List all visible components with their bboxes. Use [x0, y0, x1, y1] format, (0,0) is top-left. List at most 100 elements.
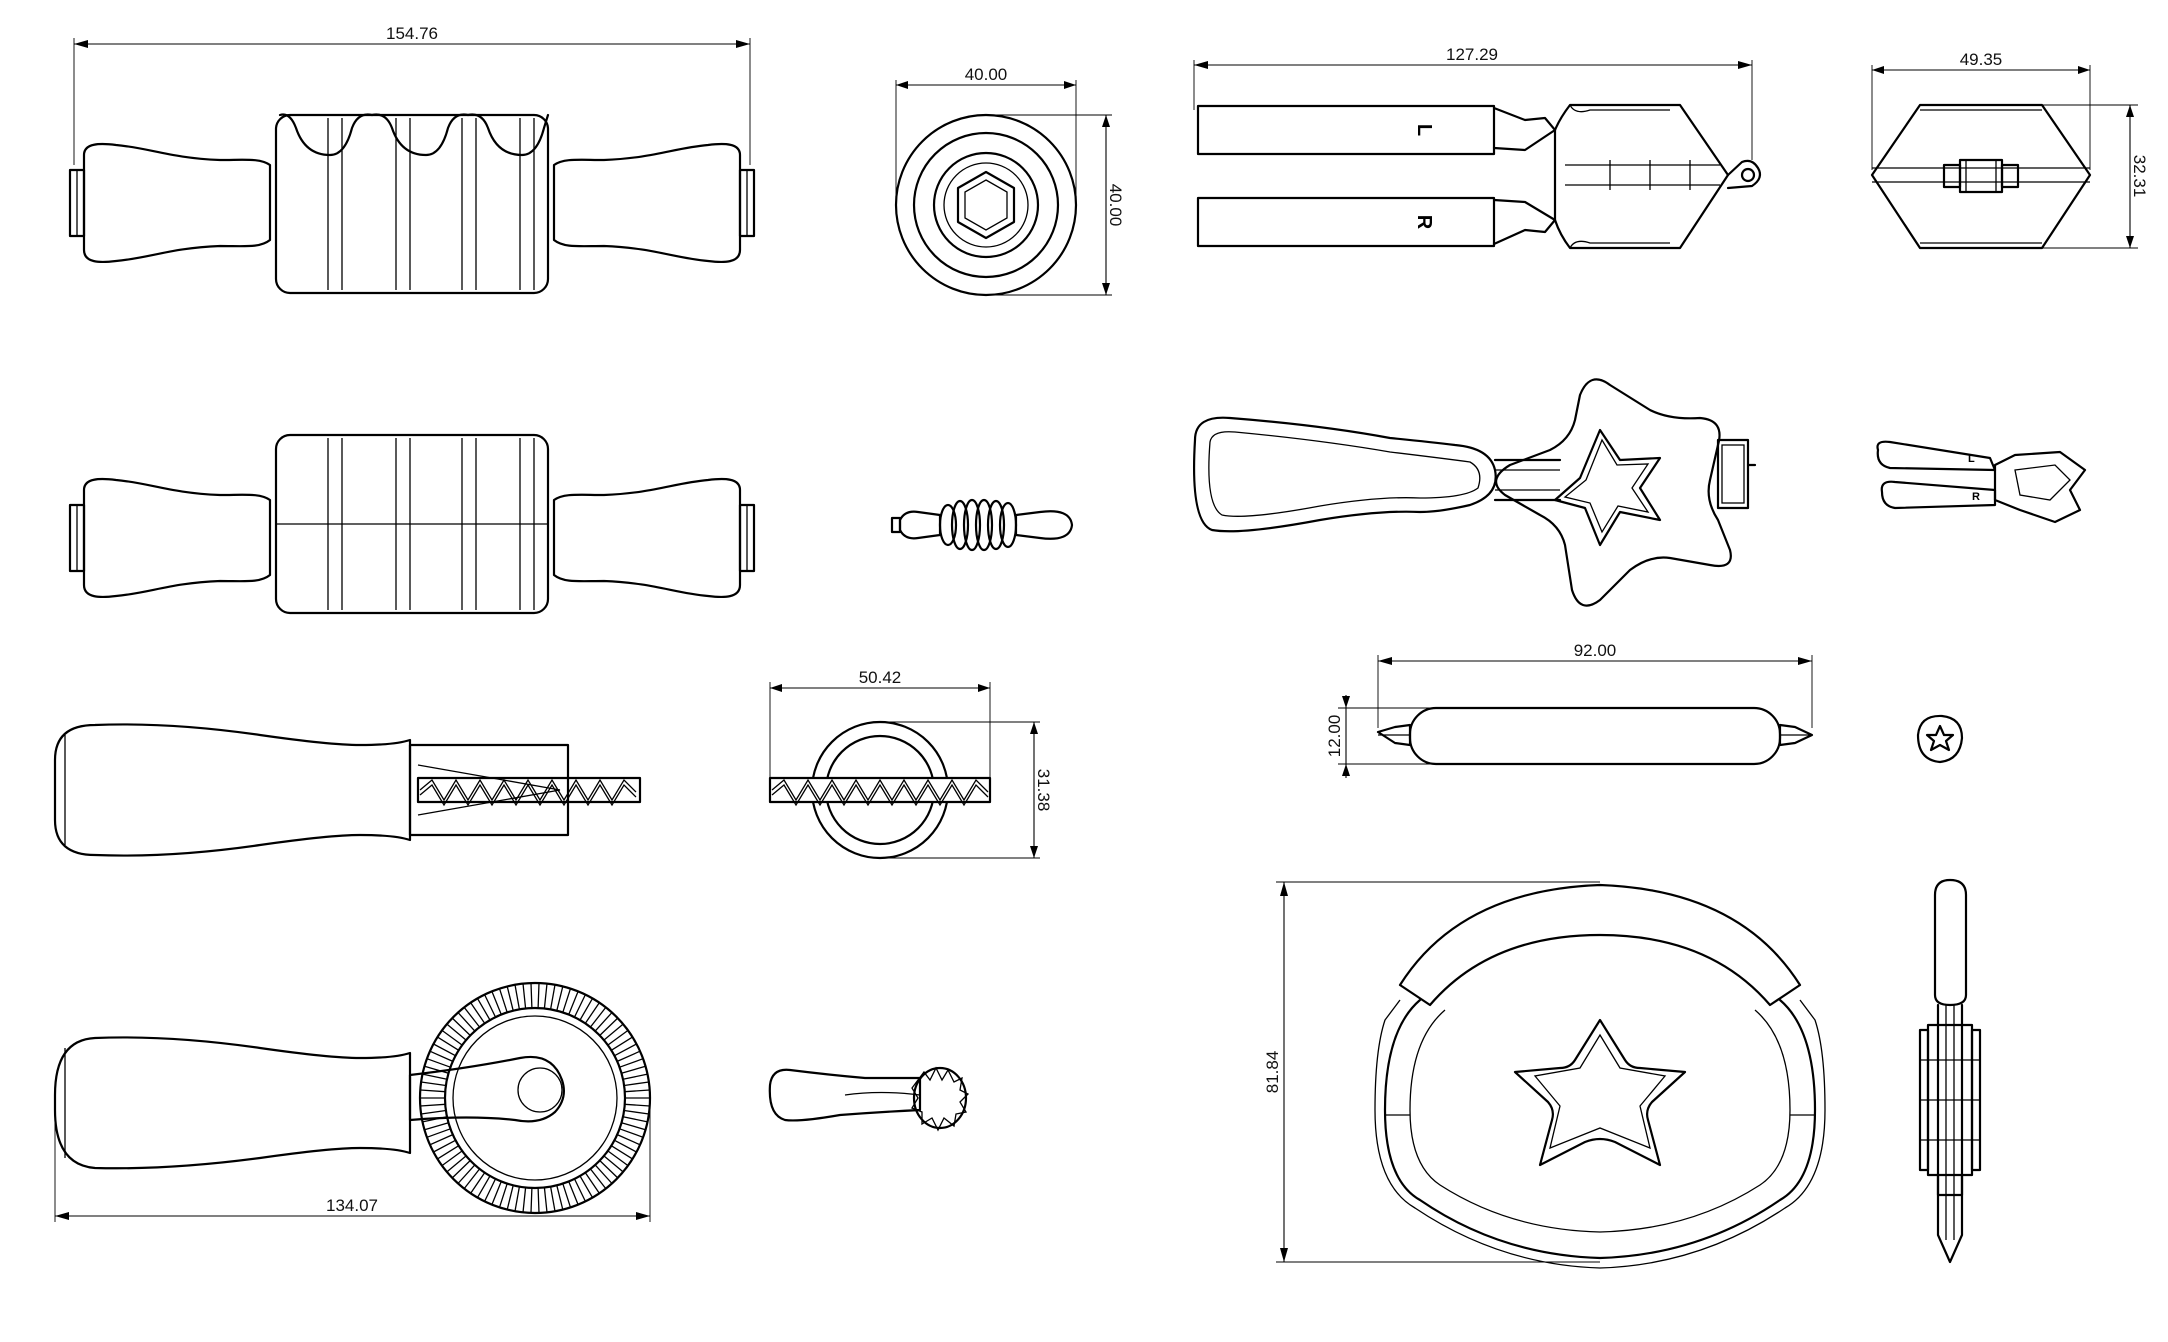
dim-text-crimper-end-height: 31.38 — [1034, 769, 1053, 812]
wheel-tooth — [579, 998, 594, 1021]
wheel-tooth — [621, 1122, 646, 1131]
wheel-tooth — [549, 1186, 556, 1212]
tongs-label-left: L — [1413, 124, 1435, 136]
wheel-tooth — [584, 1002, 600, 1024]
dimension-crimper-end-width: 50.42 — [769, 668, 991, 780]
wheel-tooth — [624, 1103, 650, 1107]
wheel-tooth — [484, 1178, 497, 1202]
wheel-tooth — [470, 1172, 486, 1194]
wheel-tooth — [433, 1139, 456, 1153]
wheel-cutter-teeth — [420, 983, 650, 1213]
dimension-tongs-end-height: 32.31 — [2042, 104, 2149, 249]
wheel-tooth — [543, 983, 548, 1009]
dim-text-pin-length: 92.00 — [1574, 641, 1617, 660]
wheel-tooth — [420, 1089, 446, 1093]
wheel-tooth — [441, 1150, 463, 1167]
tongs-label-right: R — [1413, 215, 1435, 230]
tongs-iso-label-right: R — [1972, 491, 1980, 503]
wheel-tooth — [437, 1036, 460, 1051]
wheel-tooth — [514, 984, 521, 1010]
wheel-tooth — [537, 1187, 540, 1213]
wheel-tooth — [506, 986, 514, 1011]
wheel-tooth — [624, 1081, 649, 1087]
wheel-tooth — [470, 1002, 486, 1024]
dimension-pin-diameter: 12.00 — [1325, 695, 1430, 778]
wheel-tooth — [457, 1012, 476, 1032]
wheel-tooth — [463, 1168, 481, 1190]
dimension-tongs-end-width: 49.35 — [1871, 50, 2091, 170]
wheel-tooth — [426, 1058, 451, 1068]
wheel-tooth — [610, 1145, 633, 1160]
wheel-tooth — [599, 1160, 619, 1179]
wheel-tooth — [437, 1145, 460, 1160]
wheel-tooth — [589, 1168, 607, 1190]
crimper-side-view — [53, 723, 642, 857]
wheel-tooth — [556, 1185, 564, 1210]
wheel-tooth — [457, 1164, 476, 1184]
dim-text-wheel-cutter-length: 134.07 — [326, 1196, 378, 1215]
wheel-tooth — [451, 1017, 471, 1036]
wheel-tooth — [568, 1181, 579, 1205]
wheel-tooth — [549, 984, 556, 1010]
wheel-tooth — [594, 1012, 613, 1032]
wheel-tooth — [424, 1122, 449, 1131]
dim-text-crimper-end-width: 50.42 — [859, 668, 902, 687]
dimension-roller-end-width: 40.00 — [895, 65, 1077, 205]
wheel-tooth — [543, 1187, 548, 1213]
wheel-tooth — [573, 994, 586, 1018]
wheel-tooth — [607, 1150, 629, 1167]
wheel-tooth — [624, 1109, 649, 1115]
wheel-tooth — [441, 1029, 463, 1046]
dim-text-roller-end-height: 40.00 — [1106, 184, 1125, 227]
wheel-tooth — [622, 1116, 648, 1123]
wheel-tooth — [584, 1172, 600, 1194]
wheel-tooth — [616, 1050, 641, 1062]
wheel-tooth — [573, 1178, 586, 1202]
wheel-tooth — [420, 1103, 446, 1107]
dimension-scraper-height: 81.84 — [1263, 881, 1600, 1263]
wheel-tooth — [421, 1109, 446, 1115]
wheel-tooth — [614, 1139, 637, 1153]
wheel-tooth — [429, 1134, 454, 1146]
dimension-wheel-cutter-length: 134.07 — [54, 1110, 651, 1222]
wheel-tooth — [610, 1036, 633, 1051]
wheel-tooth — [568, 991, 579, 1015]
tongs-star-cutter-view — [1192, 378, 1757, 607]
wheel-tooth — [619, 1058, 644, 1068]
dimension-roller-length: 154.76 — [73, 24, 751, 165]
wheel-tooth — [622, 1073, 648, 1080]
wheel-tooth — [476, 998, 491, 1021]
wheel-tooth — [603, 1155, 624, 1173]
wheel-tooth — [484, 994, 497, 1018]
wheel-cutter-iso-thumbnail — [768, 1066, 970, 1132]
scraper-side-view — [1918, 878, 1982, 1264]
tongs-front-view: L R — [1196, 103, 1762, 250]
wheel-tooth — [624, 1089, 650, 1093]
wheel-tooth — [594, 1164, 613, 1184]
tongs-iso-label-left: L — [1968, 453, 1975, 465]
wheel-tooth — [424, 1065, 449, 1074]
dim-text-roller-end-width: 40.00 — [965, 65, 1008, 84]
dim-text-tongs-end-height: 32.31 — [2130, 155, 2149, 198]
wheel-tooth — [522, 1187, 527, 1213]
wheel-tooth — [562, 1183, 572, 1208]
wheel-tooth — [530, 1187, 533, 1213]
wheel-tooth — [446, 1155, 467, 1173]
wheel-tooth — [421, 1081, 446, 1087]
wheel-tooth — [422, 1073, 448, 1080]
wheel-tooth — [556, 986, 564, 1011]
wheel-tooth — [599, 1017, 619, 1036]
wheel-tooth — [514, 1186, 521, 1212]
crimper-end-view — [768, 720, 992, 860]
wheel-tooth — [589, 1006, 607, 1028]
wheel-tooth — [433, 1043, 456, 1057]
wheel-tooth — [537, 983, 540, 1009]
wheel-tooth — [614, 1043, 637, 1057]
tongs-iso-thumbnail: L R — [1876, 440, 2087, 524]
pin-side-view — [1376, 706, 1814, 766]
wheel-tooth — [562, 988, 572, 1013]
scraper-front-view — [1374, 883, 1826, 1269]
wheel-tooth — [498, 988, 508, 1013]
wheel-tooth — [491, 1181, 502, 1205]
